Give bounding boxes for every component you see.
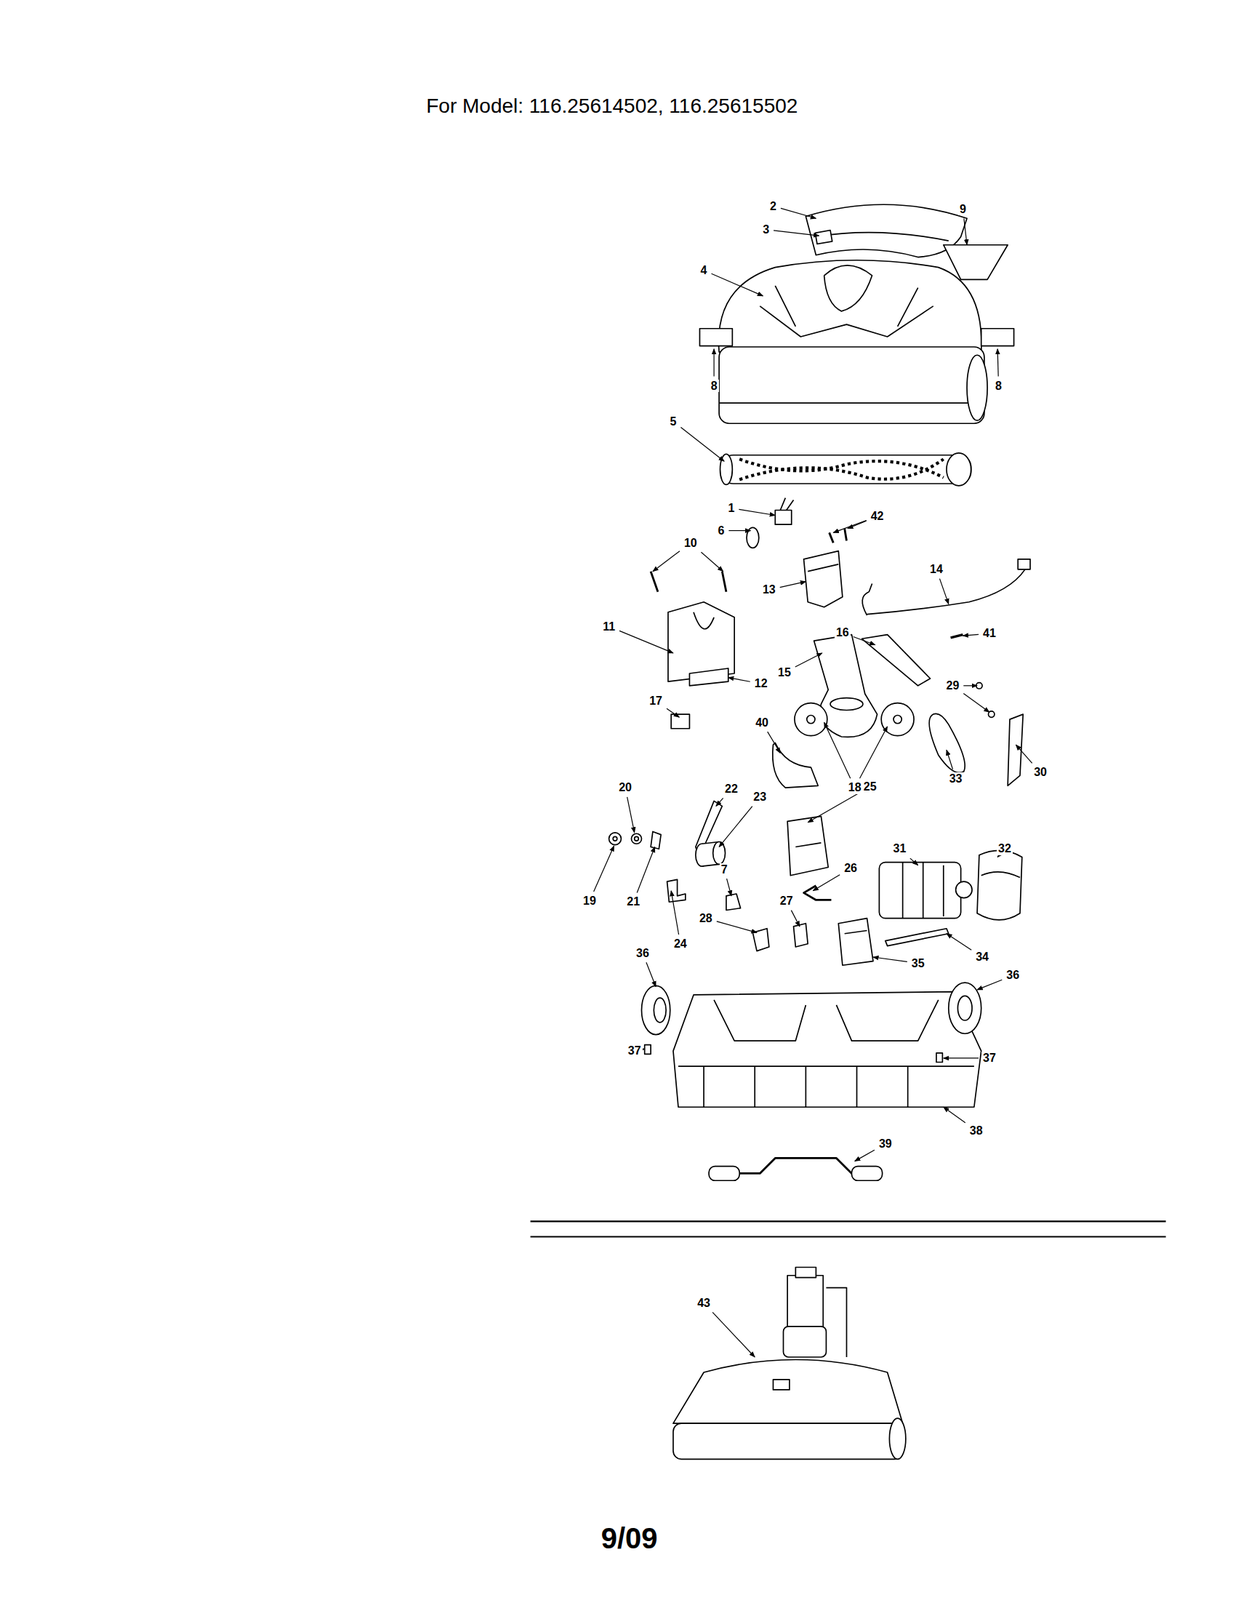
leader-line — [963, 684, 978, 686]
callout-number: 2 — [768, 199, 778, 214]
leader-line — [719, 806, 753, 847]
leader-line — [812, 874, 840, 891]
revision-date: 9/09 — [601, 1521, 658, 1555]
leader-line — [666, 708, 680, 717]
callout-number: 24 — [672, 937, 689, 951]
leader-line — [997, 348, 999, 377]
callout-number: 39 — [877, 1137, 894, 1151]
leader-line — [910, 857, 919, 866]
callout-number: 27 — [778, 894, 795, 908]
callout-number: 19 — [581, 894, 598, 908]
callout-number: 11 — [601, 620, 617, 634]
model-heading: For Model: 116.25614502, 116.25615502 — [426, 94, 798, 118]
leader-line — [1015, 744, 1032, 763]
callout-number: 41 — [981, 626, 998, 640]
leader-line — [946, 933, 972, 950]
callout-number: 13 — [761, 583, 778, 597]
callout-number: 30 — [1032, 765, 1049, 779]
callout-number: 36 — [1004, 968, 1021, 982]
callout-number: 42 — [869, 509, 886, 523]
callout-number: 37 — [626, 1043, 643, 1058]
leader-line — [946, 749, 954, 769]
leader-line — [943, 1106, 966, 1123]
callout-number: 33 — [948, 772, 965, 786]
callout-number: 36 — [634, 946, 651, 960]
leader-line — [780, 581, 807, 588]
leader-line — [773, 230, 820, 236]
callout-number: 20 — [617, 780, 634, 794]
callout-number: 1 — [726, 501, 736, 515]
callout-number: 35 — [910, 956, 927, 970]
leader-line — [627, 796, 635, 833]
leader-line — [853, 636, 876, 645]
callout-number: 8 — [709, 379, 720, 393]
leader-line — [833, 519, 866, 533]
leader-line — [824, 721, 851, 778]
callout-number: 43 — [695, 1296, 712, 1310]
leader-line — [939, 578, 949, 605]
leader-line — [619, 630, 674, 653]
callout-number: 28 — [697, 911, 714, 925]
leader-line — [711, 273, 764, 296]
callout-number: 26 — [842, 861, 859, 875]
leader-line — [593, 845, 615, 892]
callout-number: 3 — [761, 223, 771, 237]
leader-line — [716, 797, 724, 806]
callout-number: 23 — [751, 790, 768, 804]
leader-line — [713, 348, 714, 377]
callout-number: 6 — [716, 524, 726, 538]
leader-line — [636, 846, 655, 893]
callout-number: 8 — [993, 379, 1004, 393]
callout-number: 7 — [719, 862, 730, 877]
callout-number: 10 — [682, 536, 699, 550]
leader-line — [807, 792, 860, 823]
callout-number: 12 — [753, 676, 770, 690]
leader-line — [943, 1057, 979, 1058]
callout-number: 34 — [974, 950, 991, 964]
leader-line — [795, 652, 823, 667]
callout-number: 16 — [834, 625, 851, 640]
callout-number: 31 — [892, 841, 909, 855]
callout-number: 40 — [753, 716, 770, 730]
leader-line — [860, 726, 888, 778]
leader-line — [646, 961, 656, 987]
callout-number: 21 — [625, 894, 642, 909]
callout-number: 14 — [928, 562, 945, 576]
leader-line — [652, 551, 680, 572]
leader-line — [671, 890, 679, 935]
leader-line — [963, 693, 990, 713]
leader-line — [847, 520, 867, 529]
callout-number: 4 — [699, 263, 709, 277]
callout-number: 5 — [668, 415, 679, 429]
leader-line — [700, 551, 723, 571]
callout-number: 22 — [723, 782, 740, 796]
leader-line — [780, 207, 816, 219]
callout-number: 15 — [776, 665, 793, 680]
callout-number: 37 — [981, 1051, 998, 1065]
leader-line — [767, 731, 781, 753]
leader-line — [738, 508, 775, 515]
leader-line — [712, 1311, 755, 1357]
callout-number: 38 — [968, 1123, 985, 1138]
callout-number: 29 — [945, 679, 962, 693]
callout-number: 17 — [647, 694, 664, 708]
leader-line — [854, 1149, 875, 1161]
callout-number: 25 — [862, 780, 879, 794]
leader-line — [962, 633, 979, 636]
leader-line — [680, 427, 725, 462]
leader-line — [790, 910, 800, 927]
leader-line — [977, 979, 1002, 990]
callout-number: 9 — [958, 202, 968, 216]
leader-line — [728, 677, 751, 682]
leader-line — [873, 956, 908, 962]
leader-line — [716, 921, 757, 933]
leader-line — [728, 529, 751, 531]
callout-number: 32 — [996, 841, 1013, 855]
leader-line — [727, 878, 732, 896]
callout-number: 18 — [846, 780, 863, 794]
leader-line — [964, 218, 967, 245]
